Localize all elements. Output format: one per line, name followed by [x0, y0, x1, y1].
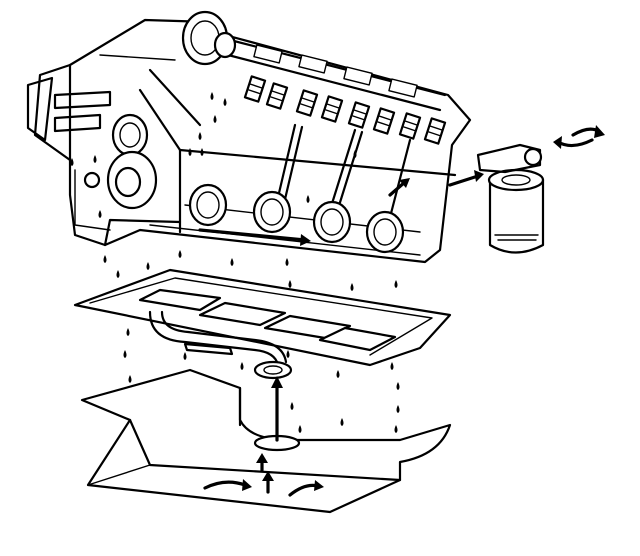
flow-arrow	[256, 453, 268, 472]
front-timing-cover	[53, 90, 158, 231]
tray-opening	[198, 301, 287, 327]
lifter	[265, 82, 289, 110]
lifter	[423, 117, 447, 145]
oil-pickup-tube	[148, 310, 293, 380]
flow-arrow	[553, 136, 594, 149]
flow-arrow	[571, 125, 605, 138]
flow-arrow	[271, 376, 283, 442]
flow-arrow	[288, 480, 324, 497]
bearing-bore	[312, 200, 352, 244]
main-bearings	[188, 183, 405, 254]
flow-arrow	[198, 228, 311, 246]
rocker-shaft-assembly	[181, 10, 447, 112]
valve-lifters	[243, 75, 447, 145]
tray-opening	[318, 326, 397, 352]
flow-arrow	[203, 479, 252, 491]
flow-arrow	[262, 471, 274, 494]
bearing-bore	[365, 210, 405, 254]
lifter	[320, 95, 344, 123]
lifter	[347, 101, 371, 129]
bearing-bore	[188, 183, 228, 227]
tray-opening	[263, 314, 352, 340]
oil-flow-arrows	[198, 125, 605, 497]
lifter	[398, 112, 422, 140]
flow-arrow	[388, 178, 410, 197]
windage-tray	[73, 268, 452, 367]
lifter	[372, 107, 396, 135]
bearing-bore	[252, 190, 292, 234]
oil-pan	[80, 368, 452, 514]
lifter	[243, 75, 267, 103]
lifter	[295, 89, 319, 117]
oil-drops	[70, 92, 400, 433]
oil-filter	[476, 143, 545, 254]
engine-block	[26, 18, 472, 264]
flow-arrow	[448, 170, 484, 187]
tray-opening	[138, 288, 222, 312]
